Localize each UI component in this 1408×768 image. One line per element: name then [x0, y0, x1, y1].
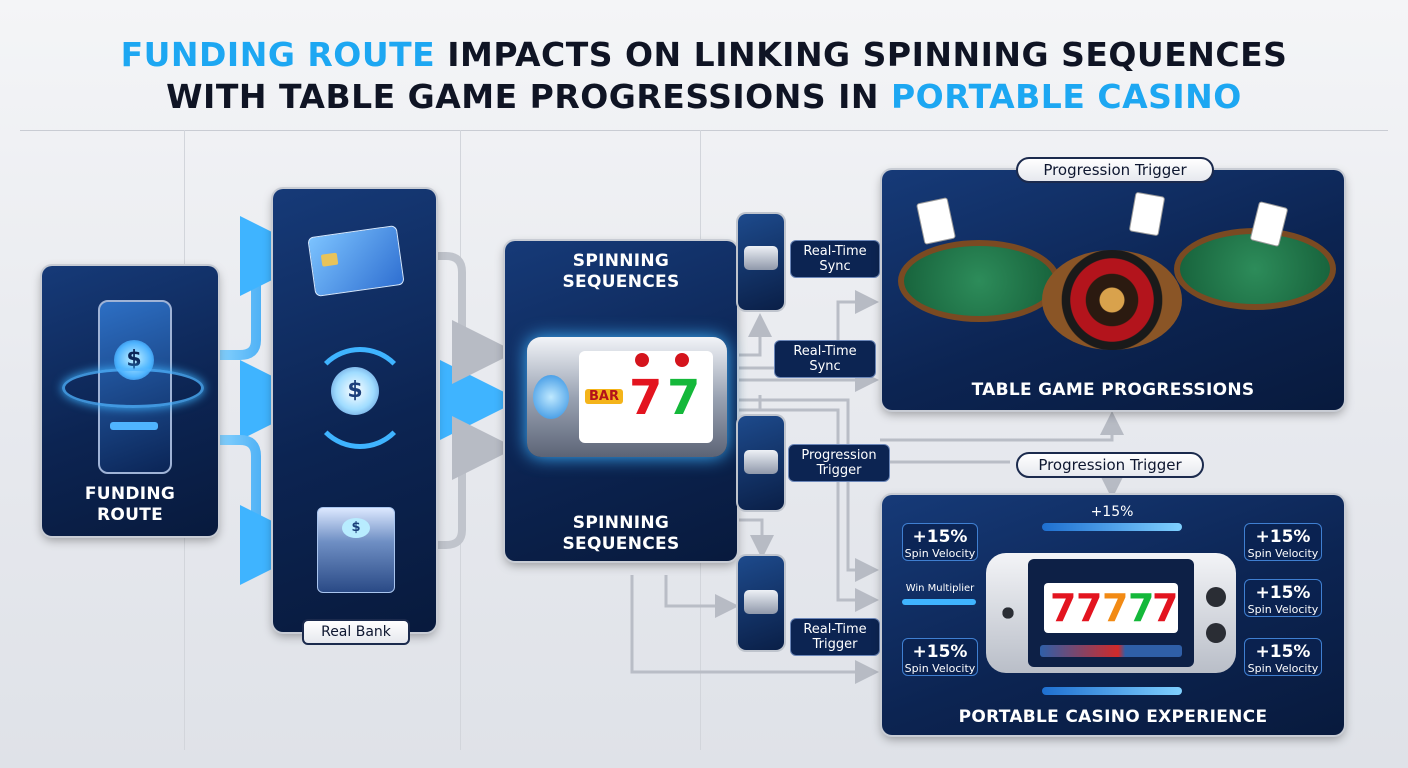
- funding-route-panel: $ FUNDING ROUTE: [42, 266, 218, 536]
- stat-3-sub: Spin Velocity: [1247, 547, 1319, 560]
- real-bank-label: Real Bank: [302, 619, 410, 645]
- tag-4-line-2: Trigger: [812, 637, 858, 652]
- spinning-sequences-top-label: SPINNING SEQUENCES: [505, 251, 737, 293]
- tag-1-line-2: Sync: [819, 259, 851, 274]
- reel-seven-red: 7: [629, 370, 663, 426]
- roulette-wheel-icon: [1042, 250, 1182, 350]
- mini-phone-realtime-icon: [738, 556, 784, 650]
- tag-2-line-1: Real-Time: [793, 344, 857, 359]
- console-reel-window: 7 7 7 7 7: [1044, 583, 1178, 633]
- velocity-bar-label: +15%: [1090, 504, 1134, 520]
- table-game-progressions-panel: TABLE GAME PROGRESSIONS: [882, 170, 1344, 410]
- screen-seven-2: 7: [1076, 586, 1103, 630]
- reel-seven-green: 7: [667, 370, 701, 426]
- progression-trigger-pill-top: Progression Trigger: [1016, 157, 1214, 183]
- funding-route-label: FUNDING ROUTE: [42, 484, 218, 526]
- console-screen: 7 7 7 7 7: [1028, 559, 1194, 667]
- portable-casino-experience-label: PORTABLE CASINO EXPERIENCE: [958, 707, 1268, 727]
- reel-window: BAR 7 7: [579, 351, 713, 443]
- spin-velocity-stat-1: +15%Spin Velocity: [902, 523, 978, 561]
- stat-4-value: +15%: [1255, 583, 1311, 603]
- real-bank-panel: $ $: [273, 189, 436, 632]
- joystick-icon: [1206, 623, 1226, 643]
- win-multiplier-label: Win Multiplier: [905, 583, 975, 594]
- screen-seven-5: 7: [1152, 586, 1179, 630]
- velocity-bar-top: [1042, 523, 1182, 531]
- reel-bar-symbol: BAR: [585, 389, 623, 404]
- spinning-top-line-1: SPINNING: [572, 251, 670, 271]
- diagram-title-line-1: FUNDING ROUTE IMPACTS ON LINKING SPINNIN…: [0, 34, 1408, 76]
- playing-card-icon: [915, 197, 957, 245]
- server-stack-icon: $: [317, 507, 395, 593]
- mini-reel-icon: [744, 246, 778, 270]
- funding-route-label-line-1: FUNDING: [84, 484, 176, 504]
- stat-5-value: +15%: [1255, 642, 1311, 662]
- tag-2-line-2: Sync: [809, 359, 841, 374]
- table-game-progressions-label: TABLE GAME PROGRESSIONS: [971, 380, 1255, 400]
- cherry-icon: [635, 353, 649, 367]
- funding-route-label-line-2: ROUTE: [96, 505, 164, 525]
- playing-card-icon: [1128, 191, 1166, 237]
- console-button-row: [1040, 645, 1182, 657]
- stat-2-sub: Spin Velocity: [904, 662, 976, 675]
- stat-1-value: +15%: [912, 527, 968, 547]
- spinning-sequences-bottom-label: SPINNING SEQUENCES: [505, 513, 737, 555]
- exchange-arrows-icon: [309, 347, 411, 449]
- mini-reel-icon: [744, 590, 778, 614]
- spin-velocity-stat-4: +15%Spin Velocity: [1244, 579, 1322, 617]
- stat-5-sub: Spin Velocity: [1247, 662, 1319, 675]
- portable-casino-panel: +15% +15%Spin Velocity +15%Spin Velocity…: [882, 495, 1344, 735]
- spinning-bottom-line-2: SEQUENCES: [562, 534, 680, 554]
- spinning-top-line-2: SEQUENCES: [562, 272, 680, 292]
- tag-3-line-2: Trigger: [816, 463, 862, 478]
- blackjack-table-icon: [898, 240, 1060, 322]
- diagram-title-line-2: WITH TABLE GAME PROGRESSIONS IN PORTABLE…: [0, 76, 1408, 118]
- app-button-icon: [110, 422, 158, 430]
- stat-2-value: +15%: [912, 642, 968, 662]
- spin-velocity-stat-5: +15%Spin Velocity: [1244, 638, 1322, 676]
- win-multiplier-bar: [902, 599, 976, 605]
- card-chip-icon: [320, 252, 339, 267]
- credit-card-icon: [307, 225, 405, 297]
- spin-velocity-stat-2: +15%Spin Velocity: [902, 638, 978, 676]
- stat-3-value: +15%: [1255, 527, 1311, 547]
- coin-stack-icon: $: [331, 367, 379, 415]
- glow-ring-icon: [62, 368, 204, 408]
- velocity-bar-bottom: [1042, 687, 1182, 695]
- face-buttons-icon: [1206, 587, 1226, 607]
- handheld-console-icon: 7 7 7 7 7: [986, 553, 1236, 673]
- cherry-icon: [675, 353, 689, 367]
- title-highlight-portable-casino: PORTABLE CASINO: [890, 77, 1242, 116]
- mini-reel-icon: [744, 450, 778, 474]
- title-line-1-rest: IMPACTS ON LINKING SPINNING SEQUENCES: [435, 35, 1288, 74]
- title-line-2-rest: WITH TABLE GAME PROGRESSIONS IN: [166, 77, 891, 116]
- server-coin-icon: $: [342, 518, 370, 538]
- slot-reel-icon: BAR 7 7: [527, 337, 727, 457]
- mini-phone-sync-icon: [738, 214, 784, 310]
- title-highlight-funding-route: FUNDING ROUTE: [120, 35, 436, 74]
- spinning-bottom-line-1: SPINNING: [572, 513, 670, 533]
- spinning-sequences-panel: SPINNING SEQUENCES BAR 7 7 SPINNING SEQU…: [505, 241, 737, 561]
- header-divider: [20, 130, 1388, 131]
- spin-velocity-stat-3: +15%Spin Velocity: [1244, 523, 1322, 561]
- dpad-icon: [998, 603, 1018, 623]
- screen-seven-4: 7: [1128, 586, 1155, 630]
- mini-phone-trigger-icon: [738, 416, 784, 510]
- progression-trigger-pill-bottom: Progression Trigger: [1016, 452, 1204, 478]
- screen-seven-3: 7: [1102, 586, 1129, 630]
- reel-end-cap-icon: [533, 375, 569, 419]
- stat-1-sub: Spin Velocity: [904, 547, 976, 560]
- tag-3-line-1: Progression: [801, 448, 877, 463]
- screen-seven-1: 7: [1050, 586, 1077, 630]
- stat-4-sub: Spin Velocity: [1247, 603, 1319, 616]
- tag-1-line-1: Real-Time: [803, 244, 867, 259]
- tag-4-line-1: Real-Time: [803, 622, 867, 637]
